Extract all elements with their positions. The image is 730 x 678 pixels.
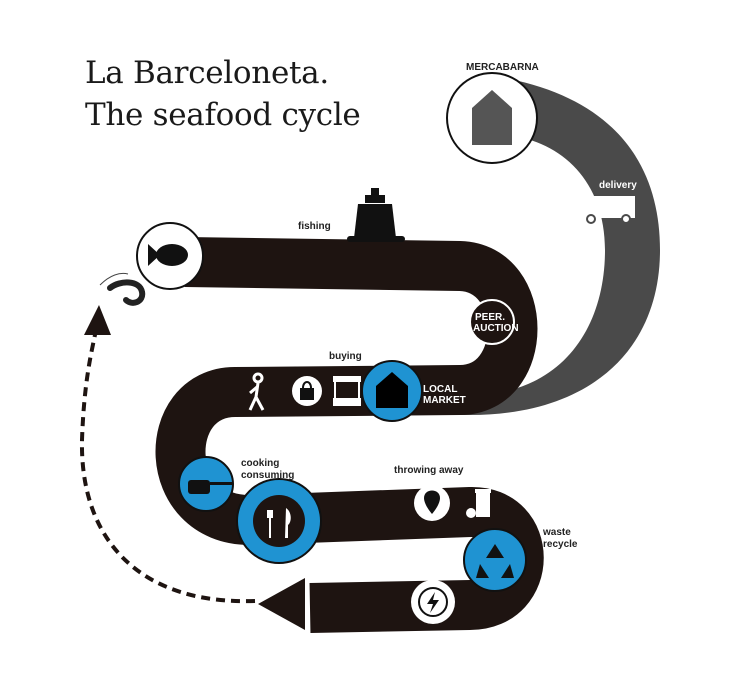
cooking-label: cooking [241, 458, 279, 469]
delivery-label: delivery [599, 180, 637, 191]
warehouse-icon [472, 90, 512, 145]
consuming-label: consuming [241, 470, 294, 481]
fish-icon [148, 244, 188, 266]
diagram-title: La Barceloneta. The seafood cycle [85, 52, 361, 136]
fish-node [136, 222, 204, 290]
ship-icon [347, 188, 405, 242]
local-market-label-2: MARKET [423, 395, 466, 406]
cooking-node [178, 456, 234, 512]
recycle-icon [476, 544, 514, 578]
energy-node [411, 580, 455, 624]
peer-auction-label-1: PEER. [475, 312, 505, 323]
peer-auction-node: PEER. AUCTION [469, 299, 519, 345]
waste-label: waste [542, 527, 571, 538]
house-icon [376, 372, 408, 408]
arrow-head [258, 578, 305, 630]
mercabarna-label: MERCABARNA [466, 62, 539, 73]
return-arrow-head [84, 305, 111, 335]
buying-label: buying [329, 351, 362, 362]
title-line-2: The seafood cycle [85, 97, 361, 133]
fishing-label: fishing [298, 221, 331, 232]
mercabarna-node: MERCABARNA [446, 62, 539, 164]
shopping-bag-icon [300, 388, 314, 400]
peer-auction-label-2: AUCTION [473, 323, 519, 334]
cooking-pot-icon [188, 480, 232, 494]
recycle-label: recycle [543, 539, 578, 550]
shopping-bag-node [292, 376, 322, 406]
fish-bone-pin-icon [424, 490, 440, 514]
trash-can-icon [466, 489, 491, 518]
fork-knife-icon [267, 508, 291, 538]
consuming-node [236, 478, 322, 564]
van-icon [582, 196, 635, 224]
shrimp-icon [99, 272, 146, 306]
throwing-away-label: throwing away [394, 465, 464, 476]
return-dashed-arrow [79, 329, 256, 604]
walking-person-icon [248, 372, 265, 411]
throwing-node [414, 485, 450, 521]
title-line-1: La Barceloneta. [85, 55, 329, 91]
market-stall-icon [333, 376, 361, 406]
local-market-label-1: LOCAL [423, 384, 457, 395]
recycle-node [463, 528, 527, 592]
energy-cycle-icon [427, 592, 439, 613]
local-market-node: LOCAL MARKET [361, 360, 466, 422]
delivery-path [440, 78, 660, 415]
